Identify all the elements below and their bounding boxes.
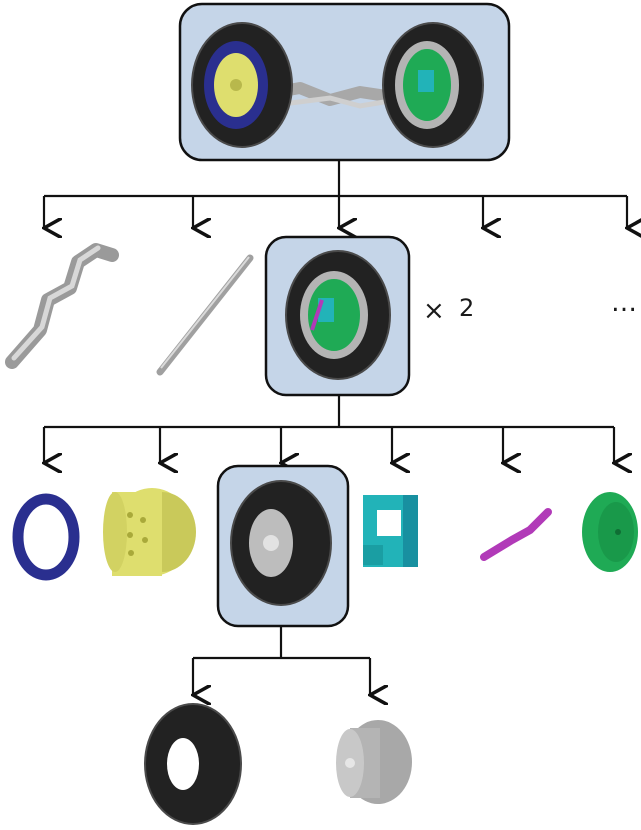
green-disc-icon: [582, 492, 638, 572]
connector-root-to-level1: [44, 160, 627, 228]
cyan-bracket-icon: [363, 495, 418, 567]
yellow-hub-icon: [103, 488, 196, 576]
wheel-assembly-icon: [230, 480, 332, 606]
tire-icon: [144, 703, 242, 825]
tie-rod-icon: [156, 254, 254, 376]
multiplier-value: 2: [459, 294, 474, 322]
wheel-end-assembly-icon: [285, 250, 391, 380]
blue-ring-icon: [12, 493, 80, 581]
axle-beam-icon: [5, 243, 119, 369]
purple-link-icon: [480, 508, 552, 561]
multiplier-symbol: ×: [423, 296, 445, 326]
axle-assembly-icon: [191, 22, 484, 148]
connector-level2-to-level3: [193, 626, 370, 695]
grey-rim-icon: [336, 720, 412, 804]
ellipsis: …: [611, 288, 637, 318]
connector-level1-to-level2: [44, 395, 614, 463]
